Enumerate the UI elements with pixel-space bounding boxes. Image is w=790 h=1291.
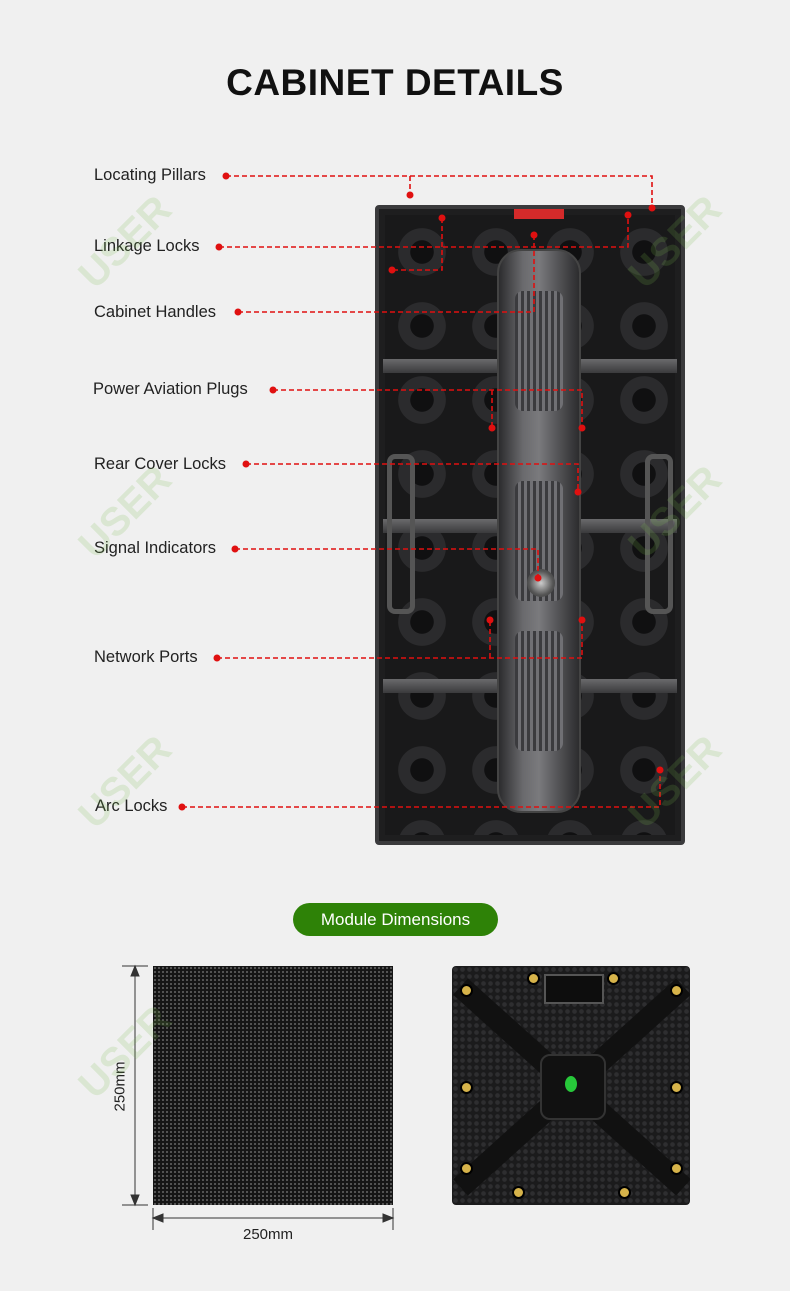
side-handle-right	[645, 454, 673, 614]
callout-linkage-locks: Linkage Locks	[94, 237, 200, 255]
module-connector	[544, 974, 604, 1004]
module-dimensions-button[interactable]: Module Dimensions	[293, 903, 498, 936]
callout-network-ports: Network Ports	[94, 648, 198, 666]
module-indicator-led	[565, 1076, 577, 1092]
cabinet-handle-spine	[497, 249, 581, 813]
module-width-label: 250mm	[243, 1226, 294, 1243]
callout-cabinet-handles: Cabinet Handles	[94, 303, 216, 321]
side-handle-left	[387, 454, 415, 614]
signal-indicator	[527, 569, 555, 597]
callout-signal-indicators: Signal Indicators	[94, 539, 216, 557]
handle-red-cap	[514, 209, 564, 219]
callout-rear-cover-locks: Rear Cover Locks	[94, 455, 227, 473]
callout-power-aviation-plugs: Power Aviation Plugs	[93, 380, 248, 398]
module-front-image	[153, 966, 393, 1205]
module-back-image	[452, 966, 690, 1205]
callout-arc-locks: Arc Locks	[95, 797, 168, 815]
callout-locating-pillars: Locating Pillars	[94, 166, 206, 184]
page-title: CABINET DETAILS	[226, 62, 564, 103]
